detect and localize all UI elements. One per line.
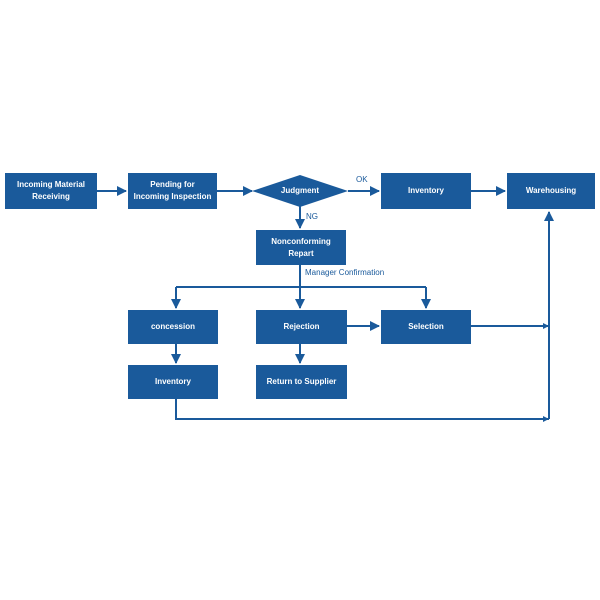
concession-box: concession bbox=[128, 310, 218, 344]
incoming-material-line1: Incoming Material bbox=[16, 180, 85, 189]
judgment-diamond bbox=[252, 175, 348, 207]
pending-inspection-box: Pending for Incoming Inspection bbox=[128, 173, 217, 209]
ng-label: NG bbox=[306, 212, 318, 221]
return-supplier-label: Return to Supplier bbox=[266, 377, 337, 386]
return-supplier-box: Return to Supplier bbox=[256, 365, 347, 399]
selection-box: Selection bbox=[381, 310, 471, 344]
incoming-material-line2: Receiving bbox=[32, 192, 70, 201]
ok-label: OK bbox=[356, 175, 368, 184]
nonconforming-line1: Nonconforming bbox=[271, 236, 331, 246]
inventory-bottom-box: Inventory bbox=[128, 365, 218, 399]
concession-label: concession bbox=[150, 322, 195, 331]
pending-inspection-line2: Incoming Inspection bbox=[133, 192, 212, 201]
incoming-material-box: Incoming Material Receiving bbox=[5, 173, 97, 209]
manager-confirmation-label: Manager Confirmation bbox=[305, 268, 385, 277]
rejection-label: Rejection bbox=[283, 322, 320, 331]
arrowhead-selection-trunk bbox=[543, 323, 549, 329]
pending-inspection-line1: Pending for bbox=[150, 180, 195, 189]
warehousing-box: Warehousing bbox=[507, 173, 595, 209]
nonconforming-line2: Repart bbox=[288, 248, 314, 258]
nonconforming-box: Nonconforming Repart bbox=[256, 230, 346, 265]
inventory-bottom-label: Inventory bbox=[154, 377, 191, 386]
inventory-top-label: Inventory bbox=[407, 186, 444, 195]
inventory-top-box: Inventory bbox=[381, 173, 471, 209]
edge-inventory-to-bottom bbox=[175, 399, 549, 420]
arrowhead-bottom-trunk bbox=[543, 416, 549, 422]
rejection-box: Rejection bbox=[256, 310, 347, 344]
judgment-label: Judgment bbox=[280, 186, 320, 195]
warehousing-label: Warehousing bbox=[525, 186, 577, 195]
selection-label: Selection bbox=[408, 322, 444, 331]
